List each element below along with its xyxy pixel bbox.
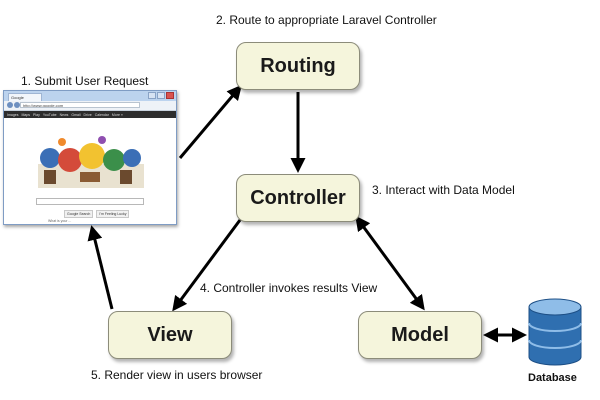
google-button-thumbnail: I'm Feeling Lucky <box>96 210 130 218</box>
routing-node: Routing <box>236 42 360 90</box>
arrow-view-to-browser <box>87 225 114 310</box>
google-nav-item: YouTube <box>42 112 57 117</box>
step-1-label: 1. Submit User Request <box>21 74 149 88</box>
maximize-icon <box>157 92 165 99</box>
google-nav-item: Maps <box>21 112 31 117</box>
step-2-label: 2. Route to appropriate Laravel Controll… <box>216 13 437 27</box>
forward-icon <box>14 102 20 108</box>
browser-titlebar: Google <box>4 91 176 101</box>
google-doodle-image <box>38 136 144 188</box>
browser-address-bar: http://www.google.com <box>4 101 176 111</box>
model-node: Model <box>358 311 482 359</box>
google-nav-item: Drive <box>83 112 92 117</box>
google-nav-item: Images <box>7 112 19 117</box>
arrow-browser-to-routing <box>178 84 242 159</box>
arrow-controller-to-view <box>172 219 242 312</box>
back-icon <box>7 102 13 108</box>
database-icon <box>528 298 582 366</box>
step-3-label: 3. Interact with Data Model <box>372 183 515 197</box>
step-4-label: 4. Controller invokes results View <box>200 281 378 295</box>
google-nav-item: Play <box>33 112 40 117</box>
database-label: Database <box>528 372 577 384</box>
controller-node: Controller <box>236 174 360 222</box>
google-nav-item: More » <box>111 112 123 117</box>
google-nav-item: Gmail <box>71 112 81 117</box>
step-5-label: 5. Render view in users browser <box>91 368 263 382</box>
address-field: http://www.google.com <box>20 102 140 108</box>
google-button-thumbnail: Google Search <box>64 210 94 218</box>
close-icon <box>166 92 174 99</box>
footnote-text: What is your ... <box>48 219 72 223</box>
google-nav-item: Calendar <box>94 112 109 117</box>
minimize-icon <box>148 92 156 99</box>
arrow-controller-model <box>355 215 425 311</box>
google-nav-item: News <box>59 112 69 117</box>
view-node: View <box>108 311 232 359</box>
browser-tab: Google <box>8 93 42 101</box>
window-controls <box>148 92 174 99</box>
search-input-thumbnail <box>36 198 144 205</box>
